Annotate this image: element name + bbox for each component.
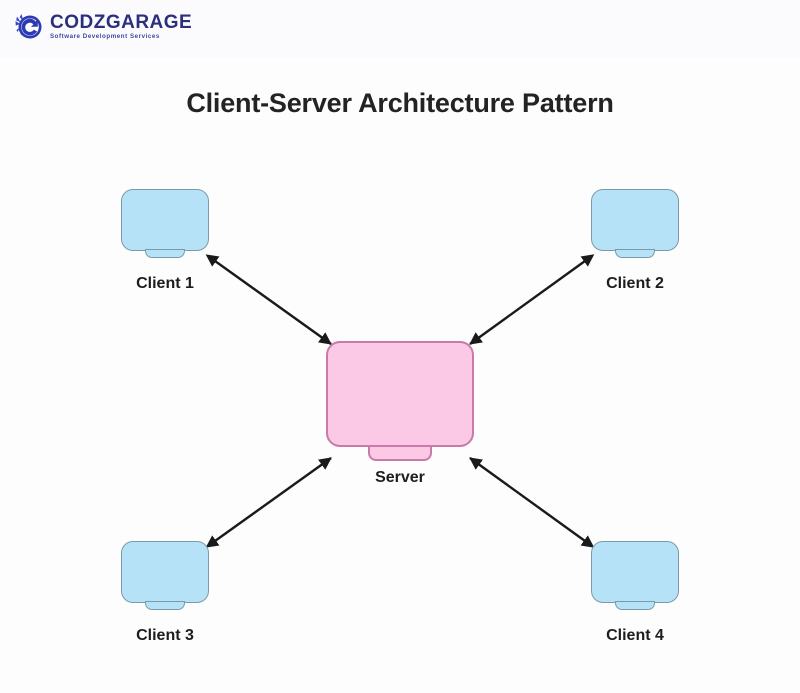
monitor-icon (591, 541, 679, 610)
monitor-stand (145, 601, 185, 610)
codzgarage-circle-logo-icon (15, 14, 42, 39)
brand-logo[interactable]: CODZGARAGE Software Development Services (14, 12, 192, 42)
node-client1[interactable]: Client 1 (121, 189, 209, 292)
node-client4[interactable]: Client 4 (591, 541, 679, 644)
monitor-stand (615, 249, 655, 258)
monitor-stand (615, 601, 655, 610)
node-client2[interactable]: Client 2 (591, 189, 679, 292)
node-label-client4: Client 4 (606, 627, 664, 644)
link-client3-server (205, 457, 332, 548)
monitor-icon (121, 189, 209, 258)
server-screen (326, 341, 474, 447)
brand-wordmark: CODZGARAGE (50, 12, 193, 34)
server-stand (368, 445, 432, 461)
brand-text: CODZGARAGE Software Development Services (50, 13, 192, 40)
monitor-screen (121, 541, 209, 603)
page-title: Client-Server Architecture Pattern (186, 88, 614, 118)
server-monitor-icon (326, 341, 474, 461)
node-label-client2: Client 2 (606, 275, 664, 292)
link-client2-server (469, 254, 595, 345)
link-client4-server (469, 457, 595, 548)
monitor-screen (591, 541, 679, 603)
node-server[interactable]: Server (326, 341, 474, 486)
node-label-client1: Client 1 (136, 275, 194, 292)
node-client3[interactable]: Client 3 (121, 541, 209, 644)
monitor-screen (121, 189, 209, 251)
node-label-client3: Client 3 (136, 627, 194, 644)
brand-header: CODZGARAGE Software Development Services (0, 0, 800, 58)
node-label-server: Server (375, 469, 425, 486)
monitor-icon (121, 541, 209, 610)
monitor-screen (591, 189, 679, 251)
brand-tagline: Software Development Services (50, 33, 160, 41)
monitor-icon (591, 189, 679, 258)
link-client1-server (205, 254, 332, 345)
monitor-stand (145, 249, 185, 258)
